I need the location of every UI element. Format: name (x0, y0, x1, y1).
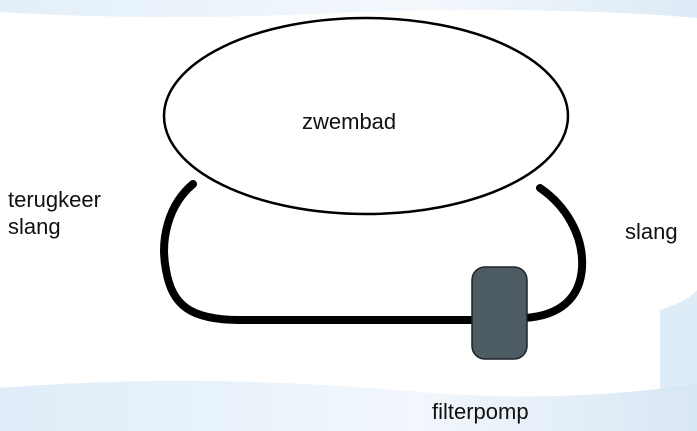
supply-hose (520, 184, 587, 322)
background-top-band (0, 0, 697, 18)
background-right-tint (660, 290, 697, 392)
pool-label: zwembad (302, 109, 397, 134)
hose-label: slang (625, 219, 678, 244)
background-bottom-band (0, 380, 697, 431)
return-hose (160, 180, 482, 324)
filter-pump (471, 266, 528, 360)
return-hose-label: terugkeer slang (8, 186, 101, 240)
pump-label: filterpomp (432, 399, 529, 424)
return-hose-label-line2: slang (8, 214, 61, 239)
return-hose-label-line1: terugkeer (8, 187, 101, 212)
pool-ellipse (162, 16, 570, 216)
